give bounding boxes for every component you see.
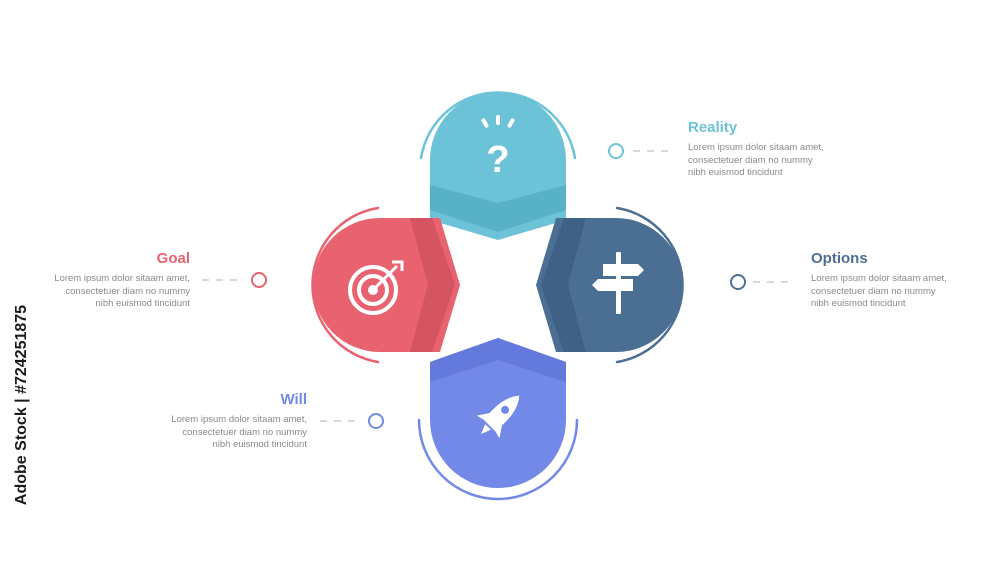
reality-connector xyxy=(608,143,675,159)
goal-desc-line: nibh euismod tincidunt xyxy=(95,298,190,309)
stock-id-text: Adobe Stock | #724251875 xyxy=(13,304,30,506)
reality-chevron-shade xyxy=(430,185,566,232)
goal-title: Goal xyxy=(156,250,190,267)
reality-desc-line: Lorem ipsum dolor sitaam amet, xyxy=(688,142,824,153)
options-title: Options xyxy=(811,250,868,267)
goal-connector xyxy=(202,272,267,288)
goal-desc-line: Lorem ipsum dolor sitaam amet, xyxy=(54,273,190,284)
will-description: Lorem ipsum dolor sitaam amet, consectet… xyxy=(147,414,307,452)
goal-chevron-shade xyxy=(410,218,455,352)
reality-desc-line: nibh euismod tincidunt xyxy=(688,167,783,178)
reality-desc-line: consectetuer diam no nummy xyxy=(688,154,813,166)
will-outer-arc xyxy=(417,418,579,501)
will-petal xyxy=(417,338,579,501)
reality-description: Lorem ipsum dolor sitaam amet, consectet… xyxy=(688,142,848,180)
goal-desc-line: consectetuer diam no nummy xyxy=(65,285,190,297)
will-desc-line: consectetuer diam no nummy xyxy=(182,426,307,438)
options-chevron-shade xyxy=(541,218,586,352)
goal-outer-arc xyxy=(311,206,380,364)
signpost-icon xyxy=(592,252,644,314)
options-petal xyxy=(536,206,684,364)
will-desc-line: nibh euismod tincidunt xyxy=(212,439,307,450)
options-description: Lorem ipsum dolor sitaam amet, consectet… xyxy=(811,273,971,311)
svg-text:?: ? xyxy=(486,139,509,181)
reality-title: Reality xyxy=(688,119,738,136)
options-desc-line: nibh euismod tincidunt xyxy=(811,298,906,309)
options-connector xyxy=(730,274,795,290)
will-chevron-shade xyxy=(430,338,566,382)
will-connector xyxy=(320,413,384,429)
goal-description: Lorem ipsum dolor sitaam amet, consectet… xyxy=(30,273,190,311)
target-icon xyxy=(348,260,404,315)
reality-petal: ? xyxy=(419,91,577,240)
rocket-icon xyxy=(476,395,520,439)
question-icon: ? xyxy=(481,115,515,181)
will-title: Will xyxy=(280,391,307,408)
options-desc-line: consectetuer diam no nummy xyxy=(811,285,936,297)
options-desc-line: Lorem ipsum dolor sitaam amet, xyxy=(811,273,947,284)
will-desc-line: Lorem ipsum dolor sitaam amet, xyxy=(171,414,307,425)
goal-petal xyxy=(311,206,460,364)
stock-id-label: Adobe Stock | #724251875 xyxy=(10,305,34,505)
